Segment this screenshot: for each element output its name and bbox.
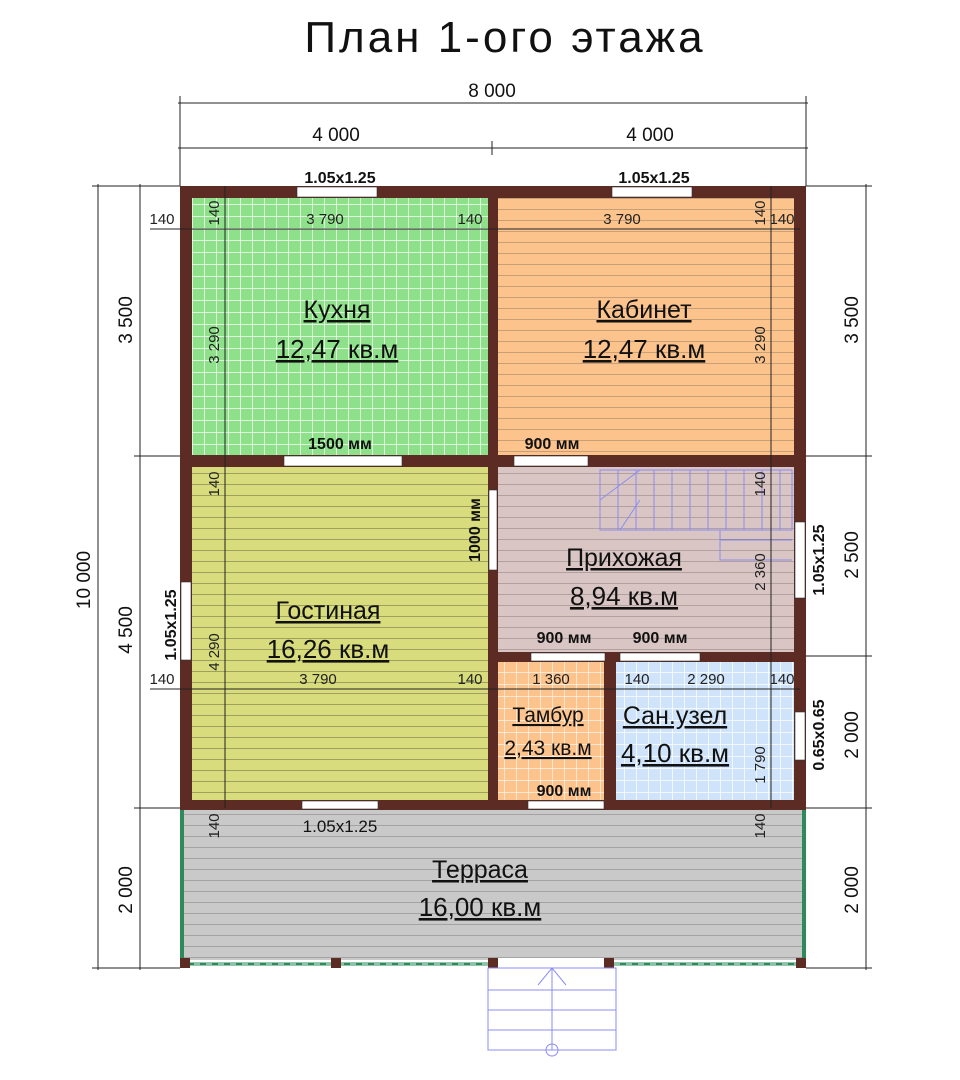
page-title: План 1-ого этажа: [304, 13, 705, 62]
dim-living-height: 4 290: [206, 633, 223, 671]
interior-dimensions: 140 3 790 140 3 790 140 140 3 290 140 3 …: [149, 186, 800, 839]
dim-living-width: 3 790: [299, 671, 337, 688]
dim-wall-living-top: 140: [206, 471, 223, 496]
dim-wall-living-left: 140: [149, 671, 174, 688]
door-label-living: 1000 мм: [467, 498, 484, 562]
dim-cabinet-width: 3 790: [603, 211, 641, 228]
dim-right-1: 3 500: [842, 296, 863, 344]
room-living: [192, 467, 488, 800]
dim-left-1: 3 500: [116, 296, 137, 344]
dim-wall-living-right: 140: [457, 671, 482, 688]
dim-half-width-right: 4 000: [626, 125, 674, 146]
dim-right-2: 2 500: [842, 531, 863, 579]
window-label-kitchen: 1.05x1.25: [304, 170, 375, 187]
left-dimensions: 10 000 3 500 4 500 2 000: [74, 184, 180, 970]
opening-labels: 1.05x1.25 1.05x1.25 1.05x1.25 1.05x1.25 …: [163, 170, 828, 836]
dim-left-2: 4 500: [116, 606, 137, 654]
door-label-bathroom: 900 мм: [633, 630, 688, 647]
dim-half-width-left: 4 000: [312, 125, 360, 146]
dim-hall-height: 2 360: [752, 553, 769, 591]
room-name-living: Гостиная: [276, 597, 381, 625]
door-label-cabinet: 900 мм: [525, 436, 580, 453]
dim-bath-height: 1 790: [752, 746, 769, 784]
room-name-hall: Прихожая: [566, 544, 682, 572]
room-area-living: 16,26 кв.м: [267, 634, 390, 664]
dim-left-3: 2 000: [116, 866, 137, 914]
room-area-kitchen: 12,47 кв.м: [276, 334, 399, 364]
room-terrace: [184, 810, 802, 962]
dim-overall-height: 10 000: [74, 551, 95, 609]
window-label-bathroom: 0.65x0.65: [811, 699, 828, 770]
window-label-hall: 1.05x1.25: [811, 524, 828, 595]
door-label-kitchen: 1500 мм: [308, 436, 372, 453]
room-area-cabinet: 12,47 кв.м: [583, 334, 706, 364]
top-dimensions: 8 000 4 000 4 000: [178, 81, 808, 186]
window-label-living: 1.05x1.25: [163, 589, 180, 660]
room-kitchen: [192, 198, 488, 455]
room-area-tambur: 2,43 кв.м: [504, 737, 591, 760]
dim-wall-kitchen-top: 140: [206, 200, 223, 225]
staircase: [599, 469, 793, 561]
dim-wall-cabinet-top: 140: [752, 200, 769, 225]
room-name-kitchen: Кухня: [304, 296, 371, 324]
door-label-tambur: 900 мм: [537, 630, 592, 647]
room-name-tambur: Тамбур: [512, 704, 583, 727]
dim-wall-terrace-left: 140: [206, 813, 223, 838]
room-area-bathroom: 4,10 кв.м: [621, 738, 729, 768]
room-tambur: [498, 662, 604, 800]
dim-cabinet-height: 3 290: [752, 326, 769, 364]
window-label-living-bottom: 1.05x1.25: [303, 817, 378, 836]
dim-wall-terrace-right: 140: [752, 813, 769, 838]
room-cabinet: [498, 198, 794, 455]
door-label-entry: 900 мм: [537, 783, 592, 800]
dim-wall-kitchen-left: 140: [149, 211, 174, 228]
windows: [180, 186, 806, 810]
dim-wall-kitchen-right: 140: [457, 211, 482, 228]
dim-kitchen-height: 3 290: [206, 326, 223, 364]
dim-right-4: 2 000: [842, 866, 863, 914]
entry-steps: [487, 967, 617, 1057]
room-area-terrace: 16,00 кв.м: [419, 892, 542, 922]
dim-bath-width: 2 290: [687, 671, 725, 688]
doors: [283, 455, 701, 662]
dim-right-3: 2 000: [842, 711, 863, 759]
room-name-terrace: Терраса: [432, 856, 528, 884]
terrace-railing: [180, 810, 806, 968]
room-area-hall: 8,94 кв.м: [570, 581, 678, 611]
room-name-bathroom: Сан.узел: [623, 702, 727, 730]
dim-tambur-width: 1 360: [532, 671, 570, 688]
dim-wall-cabinet-right: 140: [769, 211, 794, 228]
dim-wall-bath-left: 140: [624, 671, 649, 688]
window-label-cabinet: 1.05x1.25: [618, 170, 689, 187]
room-name-cabinet: Кабинет: [596, 296, 692, 324]
right-dimensions: 3 500 2 500 2 000 2 000: [806, 184, 872, 970]
dim-wall-bath-right: 140: [769, 671, 794, 688]
room-bathroom: [616, 662, 794, 800]
dim-wall-hall-top: 140: [752, 471, 769, 496]
dim-overall-width: 8 000: [468, 81, 516, 102]
dim-kitchen-width: 3 790: [306, 211, 344, 228]
